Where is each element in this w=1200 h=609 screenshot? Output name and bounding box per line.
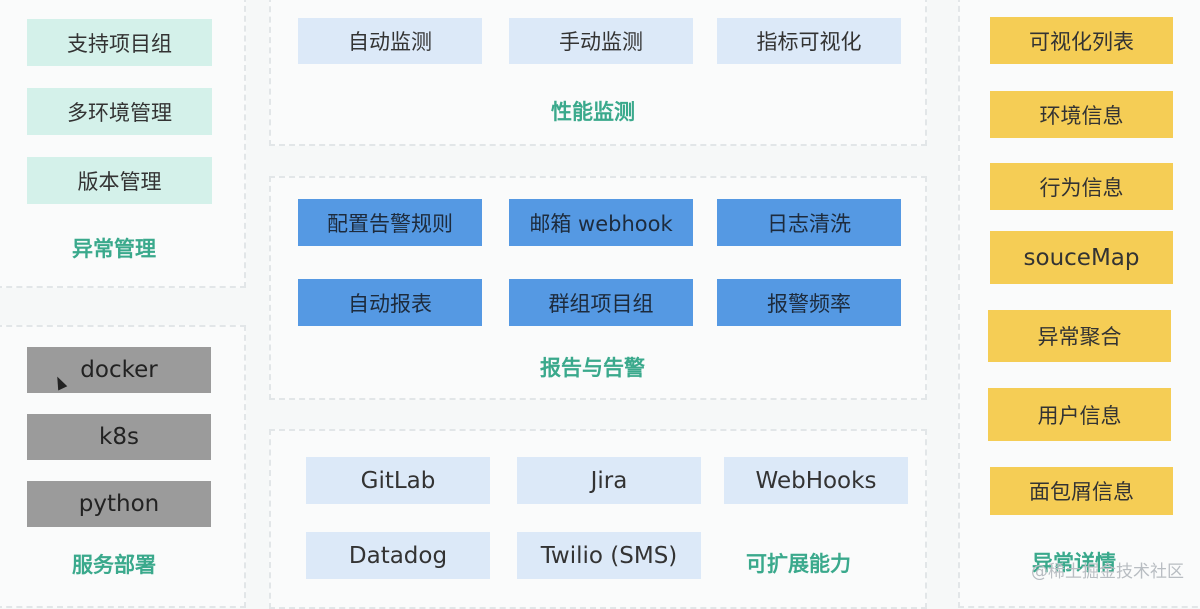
box-visual-list: 可视化列表 — [990, 17, 1173, 64]
extensibility-panel — [269, 429, 927, 609]
box-docker: docker — [27, 347, 211, 393]
box-exception-aggregation: 异常聚合 — [988, 310, 1171, 362]
box-env-info: 环境信息 — [990, 91, 1173, 138]
box-twilio-sms: Twilio (SMS) — [517, 532, 701, 579]
box-support-project-group: 支持项目组 — [27, 19, 212, 66]
box-group-project: 群组项目组 — [509, 279, 693, 326]
box-manual-monitoring: 手动监测 — [509, 18, 693, 64]
box-user-info: 用户信息 — [988, 388, 1171, 441]
box-log-cleaning: 日志清洗 — [717, 199, 901, 246]
box-auto-report: 自动报表 — [298, 279, 482, 326]
box-auto-monitoring: 自动监测 — [298, 18, 482, 64]
watermark: @稀土掘金技术社区 — [1031, 562, 1184, 582]
box-sourcemap: souceMap — [990, 231, 1173, 284]
box-datadog: Datadog — [306, 532, 490, 579]
box-python: python — [27, 481, 211, 527]
box-breadcrumb-info: 面包屑信息 — [990, 467, 1173, 515]
box-k8s: k8s — [27, 414, 211, 460]
exception-management-title: 异常管理 — [72, 237, 156, 261]
service-deployment-title: 服务部署 — [72, 553, 156, 577]
box-email-webhook: 邮箱 webhook — [509, 199, 693, 246]
box-metrics-visualization: 指标可视化 — [717, 18, 901, 64]
extensibility-title: 可扩展能力 — [746, 552, 851, 576]
box-jira: Jira — [517, 457, 701, 504]
box-multi-env-management: 多环境管理 — [27, 88, 212, 135]
box-alert-frequency: 报警频率 — [717, 279, 901, 326]
box-alert-rules: 配置告警规则 — [298, 199, 482, 246]
performance-monitoring-title: 性能监测 — [551, 100, 635, 124]
exception-details-title: 异常详情 — [1032, 551, 1116, 575]
reports-alerts-title: 报告与告警 — [540, 356, 645, 380]
box-version-management: 版本管理 — [27, 157, 212, 204]
box-gitlab: GitLab — [306, 457, 490, 504]
box-webhooks: WebHooks — [724, 457, 908, 504]
box-behavior-info: 行为信息 — [990, 163, 1173, 210]
